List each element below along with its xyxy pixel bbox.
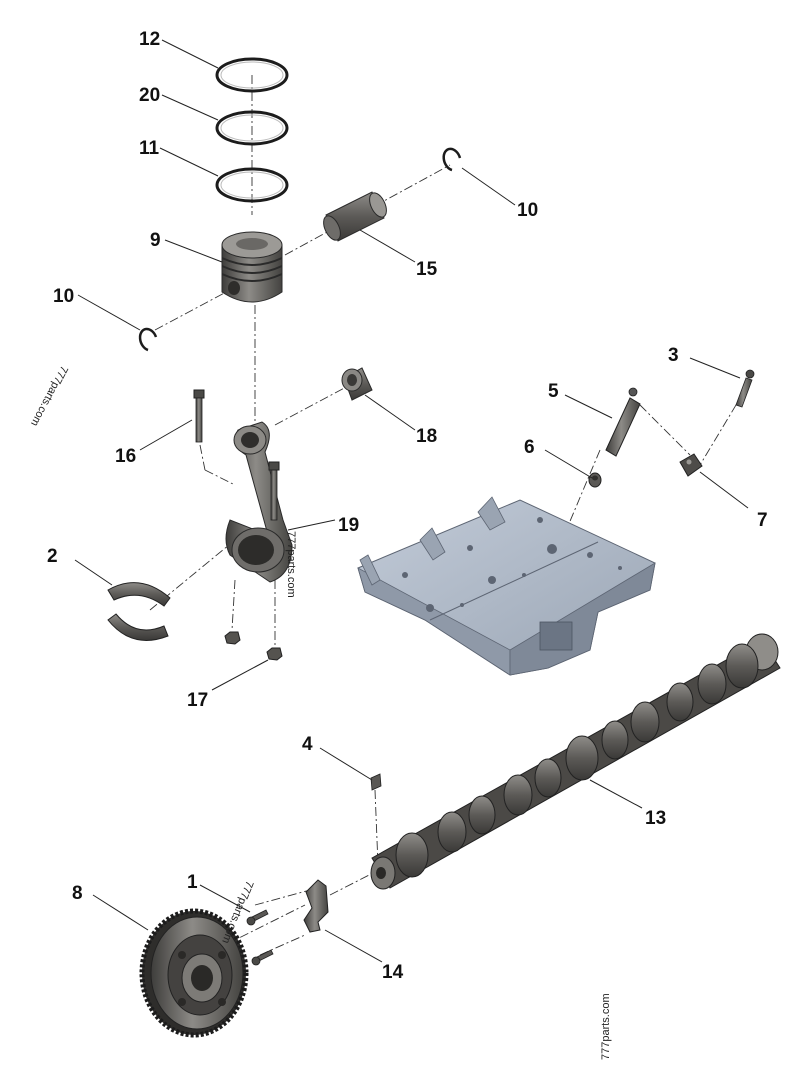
connecting-rod-bearing-shells <box>107 582 171 641</box>
callout-14: 14 <box>382 962 404 983</box>
callout-11: 11 <box>139 138 160 159</box>
callout-20: 20 <box>139 85 160 106</box>
camshaft-thrust-plate <box>303 879 329 933</box>
watermark-left: 777parts.com <box>28 364 70 428</box>
callout-3: 3 <box>668 345 679 366</box>
piston-ring-12 <box>215 57 289 93</box>
callout-8: 8 <box>72 883 83 904</box>
callout-18: 18 <box>416 426 437 447</box>
callout-15: 15 <box>416 259 438 280</box>
callout-17: 17 <box>187 690 208 711</box>
assembly-axes <box>149 75 746 956</box>
piston-pin <box>323 191 387 242</box>
cylinder-head <box>357 496 656 676</box>
circlip-right <box>442 147 462 172</box>
callout-1: 1 <box>187 872 198 893</box>
callout-7: 7 <box>757 510 768 531</box>
camshaft <box>370 633 781 890</box>
callout-19: 19 <box>338 515 359 536</box>
piston-ring-20 <box>215 110 289 146</box>
piston-ring-11 <box>215 167 289 203</box>
camshaft-key <box>370 773 382 791</box>
callout-labels: 12 20 11 9 10 10 15 18 16 19 2 17 3 5 6 … <box>47 29 768 983</box>
thrust-plate-bolt-upper <box>246 909 269 926</box>
small-end-bushing <box>341 367 373 401</box>
injector-clamp <box>679 453 703 477</box>
leader-lines <box>74 39 749 963</box>
callout-2: 2 <box>47 546 58 567</box>
connecting-rod-nut-right <box>266 647 283 661</box>
connecting-rod <box>225 421 293 583</box>
piston <box>221 231 283 303</box>
watermark-center: 777parts.com <box>285 531 297 598</box>
thrust-plate-bolt-lower <box>251 949 274 966</box>
callout-4: 4 <box>302 734 313 755</box>
callout-16: 16 <box>115 446 136 467</box>
watermarks: 777parts.com 777parts.com 777parts.com 7… <box>28 364 612 1060</box>
callout-12: 12 <box>139 29 160 50</box>
callout-13: 13 <box>645 808 666 829</box>
callout-5: 5 <box>548 381 559 402</box>
connecting-rod-bolt-16 <box>193 389 205 443</box>
injector-clamp-bolt <box>735 369 755 408</box>
callout-10-right: 10 <box>517 200 538 221</box>
injector-seal-washer <box>588 472 602 488</box>
watermark-bottom: 777parts.com <box>600 993 612 1060</box>
callout-10-left: 10 <box>53 286 74 307</box>
circlip-left <box>138 327 158 352</box>
connecting-rod-nut-left <box>224 631 241 645</box>
camshaft-gear <box>139 908 249 1038</box>
fuel-injector <box>605 387 641 457</box>
callout-9: 9 <box>150 230 161 251</box>
callout-6: 6 <box>524 437 535 458</box>
